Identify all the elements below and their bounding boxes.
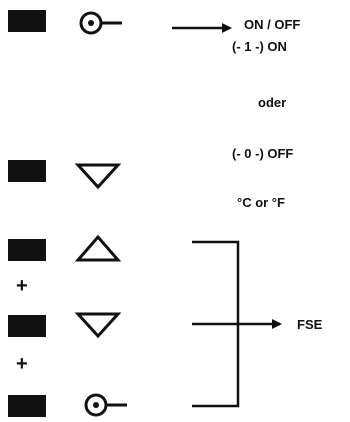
triangle-up-icon [74, 234, 122, 262]
on-off-label: ON / OFF [244, 17, 301, 32]
key-block-3 [8, 239, 46, 261]
fse-label: FSE [297, 317, 323, 332]
key-block-5 [8, 395, 46, 417]
on-code-label: (- 1 -) ON [232, 39, 287, 54]
triangle-down-icon [74, 312, 122, 339]
key-block-4 [8, 315, 46, 337]
power-icon [84, 393, 127, 417]
power-icon [79, 11, 122, 35]
triangle-down-icon [74, 163, 122, 190]
key-block-1 [8, 10, 46, 32]
key-block-2 [8, 160, 46, 182]
off-code-label: (- 0 -) OFF [232, 146, 294, 161]
plus-sign: + [16, 275, 28, 297]
oder-label: oder [258, 95, 287, 110]
plus-sign: + [16, 353, 28, 375]
unit-label: °C or °F [237, 195, 285, 210]
